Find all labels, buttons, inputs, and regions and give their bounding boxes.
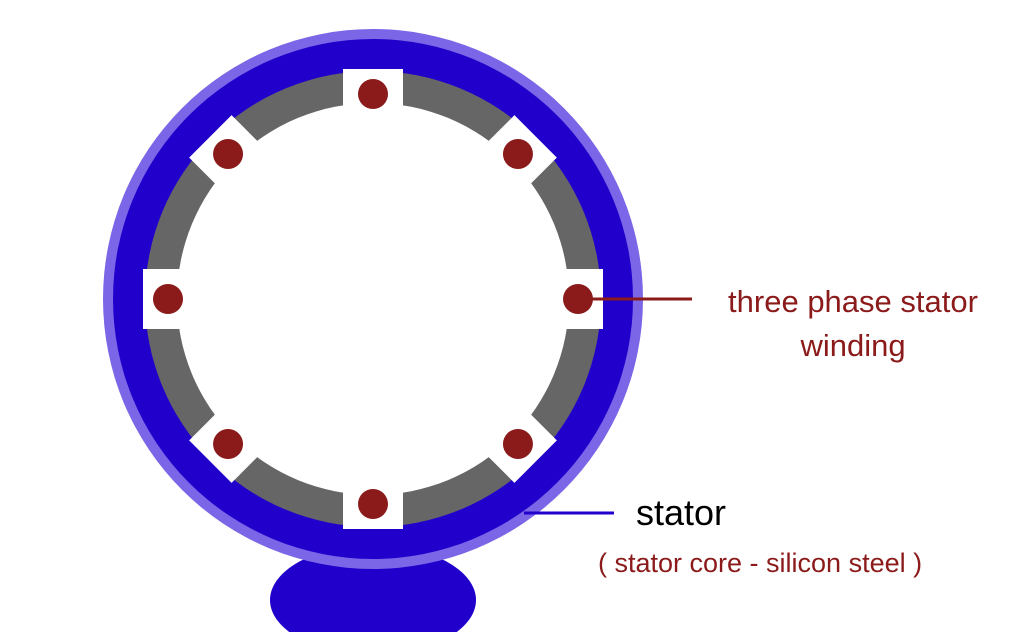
- stator-label: stator: [636, 492, 727, 533]
- stator-slot-5: [343, 471, 403, 529]
- conductor-dot-icon: [213, 428, 244, 459]
- conductor-dot-icon: [213, 139, 244, 170]
- conductor-dot-icon: [502, 428, 533, 459]
- winding-label: three phase stator winding: [708, 280, 998, 368]
- conductor-dot-icon: [358, 79, 388, 109]
- motor-base: [270, 545, 476, 632]
- winding-label-line1: three phase stator: [728, 284, 978, 319]
- winding-label-line2: winding: [800, 328, 906, 363]
- stator-slot-8: [189, 115, 273, 199]
- stator-bore: [177, 103, 569, 495]
- stator-slot-1: [343, 69, 403, 127]
- stator-slot-7: [143, 269, 201, 329]
- stator-slot-4: [473, 399, 557, 483]
- core-material-label: ( stator core - silicon steel ): [598, 548, 923, 578]
- conductor-dot-icon: [502, 139, 533, 170]
- conductor-dot-icon: [358, 489, 388, 519]
- stator-slot-2: [473, 115, 557, 199]
- stator-slots: [143, 69, 603, 529]
- stator-slot-6: [189, 399, 273, 483]
- conductor-dot-icon: [153, 284, 183, 314]
